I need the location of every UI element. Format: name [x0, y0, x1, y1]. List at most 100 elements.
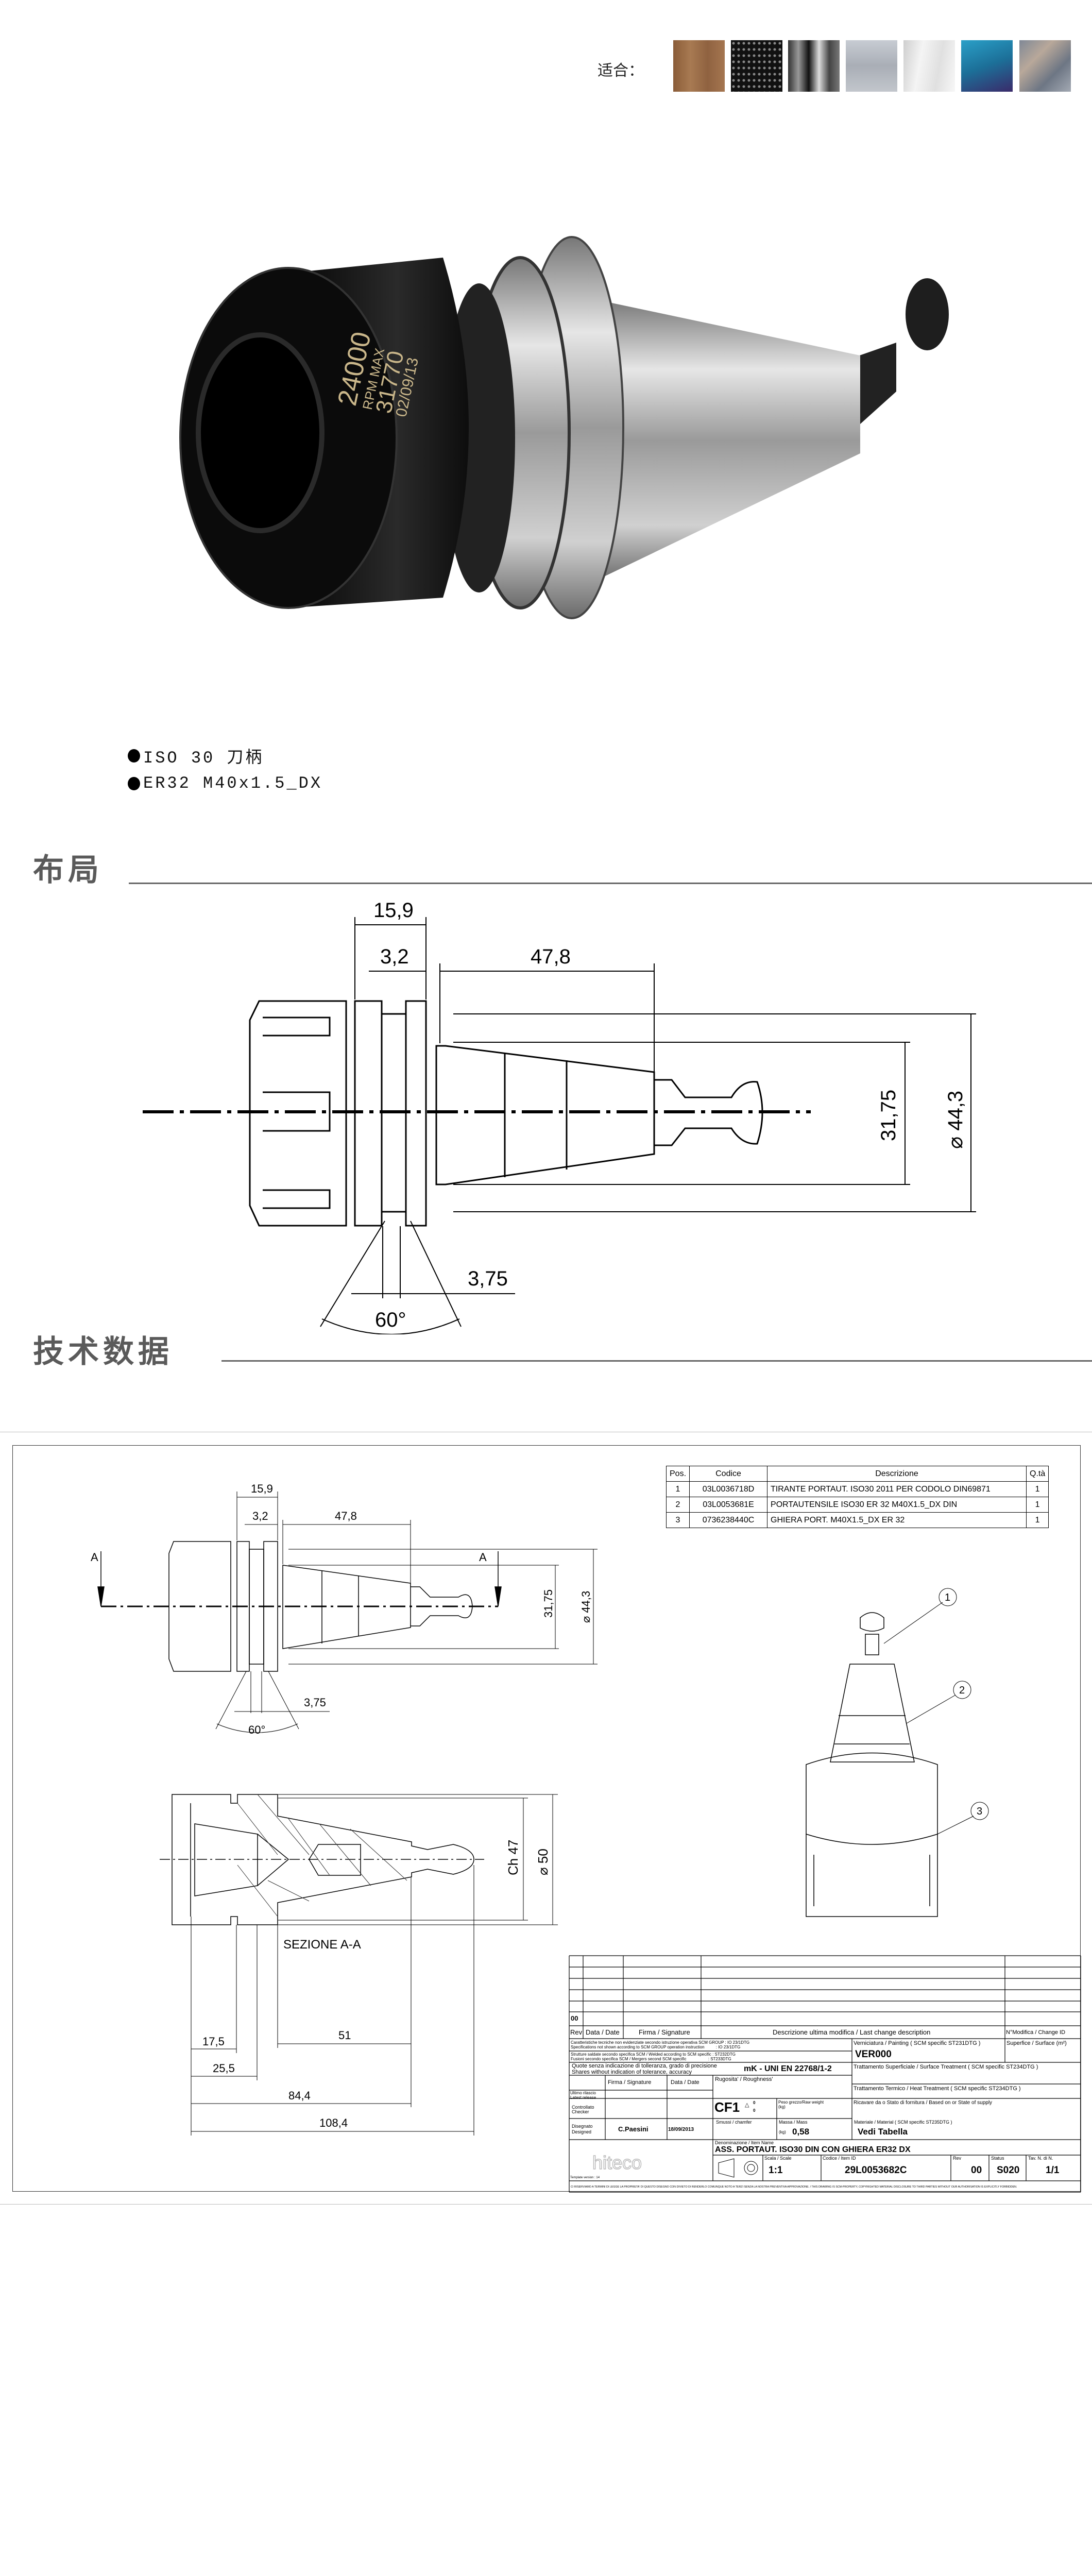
cell-qty: 1 [1026, 1481, 1049, 1497]
mass-label: Massa / Mass [779, 2120, 808, 2125]
rev-number: 00 [971, 2165, 982, 2176]
cell-desc: PORTAUTENSILE ISO30 ER 32 M40X1.5_DX DIN [767, 1497, 1027, 1513]
projection-symbol-icon [718, 2158, 758, 2178]
rev-header: Rev [570, 2028, 583, 2036]
cell-pos: 1 [666, 1481, 690, 1497]
tolerance-line-2: Shares without indication of tolerance, … [572, 2069, 692, 2075]
section-divider [129, 883, 1092, 884]
pull-stud [845, 278, 949, 438]
section-divider [221, 1360, 1092, 1362]
chamfer-label: Smussi / chamfer [716, 2120, 752, 2125]
mass-value: 0,58 [792, 2127, 810, 2137]
cf-value-1: 0 [753, 2100, 756, 2105]
feature-item: ER32 M40x1.5_DX [128, 774, 322, 793]
table-row: 1 03L0036718D TIRANTE PORTAUT. ISO30 201… [666, 1481, 1049, 1497]
dim-overall: 15,9 [373, 899, 414, 922]
dimension-lines [215, 1492, 598, 1733]
raw-weight-label: Peso grezzo/Raw weight (kg) [778, 2100, 824, 2109]
item-id: 29L0053682C [845, 2165, 907, 2176]
callout-bubble [939, 1588, 957, 1606]
status-label: Status [991, 2156, 1004, 2161]
callout-labels: 1 2 3 [945, 1592, 982, 1817]
section-title: SEZIONE A-A [283, 1938, 361, 1952]
designed-date: 18/09/2013 [668, 2127, 694, 2132]
dim-25-5: 25,5 [213, 2062, 235, 2075]
rev-value: 00 [571, 2014, 578, 2022]
bullet-icon [128, 776, 140, 790]
feature-text: ER32 M40x1.5_DX [143, 774, 323, 793]
spec-line-1: Caratteristiche tecniche non evidenziate… [571, 2040, 750, 2045]
cell-qty: 1 [1026, 1512, 1049, 1528]
isometric-view [806, 1612, 938, 1917]
scale-value: 1:1 [769, 2165, 783, 2176]
checker-label: Controllato Checker [572, 2105, 594, 2114]
cell-code: 0736238440C [689, 1512, 768, 1528]
weld-line-1: Strutture saldate secondo specifica SCM … [571, 2052, 736, 2057]
callout-bubble [970, 1802, 989, 1820]
parts-table: Pos. Codice Descrizione Q.tà 1 03L003671… [666, 1466, 1049, 1528]
dim-groove: 3,75 [468, 1267, 508, 1290]
section-title-tech-data: 技术数据 [33, 1334, 173, 1370]
rev-label: Rev [953, 2156, 962, 2161]
section-dimension-labels: SEZIONE A-A 17,5 25,5 51 84,4 108,4 Ch 4… [202, 1840, 551, 2129]
drawing-frame [12, 1445, 1081, 2192]
product-photo: 24000 RPM MAX 31770 02/09/13 [179, 236, 949, 619]
bullet-icon [128, 749, 140, 762]
dim-cone: 47,8 [531, 945, 571, 968]
status-value: S020 [997, 2165, 1020, 2176]
swatch-dark-chrome [788, 40, 840, 92]
swatch-marble [1019, 40, 1071, 92]
section-dimension-lines [191, 1794, 558, 2136]
cell-pos: 2 [666, 1497, 690, 1513]
section-arrows [97, 1551, 502, 1607]
material-value: Vedi Tabella [858, 2127, 908, 2137]
nut-bore [196, 332, 325, 533]
suitable-label: 适合： [598, 62, 644, 80]
heat-treatment-label: Trattamento Termico / Heat Treatment ( S… [854, 2086, 1021, 2092]
sign-header: Firma / Signature [608, 2079, 652, 2086]
callout-leaders [883, 1588, 989, 1835]
sheet-value: 1/1 [1046, 2165, 1060, 2176]
cf-class: CF1 [714, 2099, 740, 2115]
template-version: Template version : 14 [570, 2176, 600, 2179]
collet-nut-outline [168, 1541, 231, 1672]
sheet-label: Tav. N. di N. [1028, 2156, 1053, 2161]
cell-pos: 3 [666, 1512, 690, 1528]
cell-desc: TIRANTE PORTAUT. ISO30 2011 PER CODOLO D… [767, 1481, 1027, 1497]
dim-51: 51 [338, 2029, 351, 2042]
dim-flange-dia: ⌀ 44,3 [944, 1091, 967, 1149]
dim-cone: 47,8 [335, 1510, 357, 1522]
taper-cone [592, 299, 860, 582]
technical-drawing: 15,9 3,2 47,8 3,75 60° 31,75 ⌀ 44,3 A A … [91, 1482, 1081, 2193]
painting-value: VER000 [855, 2049, 892, 2060]
supply-label: Ricavare da o Stato di fornitura / Based… [854, 2100, 993, 2106]
dim-cone-dia: 31,75 [542, 1589, 555, 1618]
mass-unit: (kg) [779, 2130, 786, 2134]
cell-qty: 1 [1026, 1497, 1049, 1513]
dim-108-4: 108,4 [319, 2116, 348, 2129]
date-header: Data / Date [586, 2028, 620, 2036]
swatch-brushed-steel [846, 40, 897, 92]
cell-code: 03L0053681E [689, 1497, 768, 1513]
section-title-layout: 布局 [33, 852, 103, 888]
sheet-bottom-edge [0, 2204, 1092, 2205]
taper-outline [435, 1045, 655, 1185]
section-hatching [237, 1794, 407, 1917]
designer-name: C.Paesini [618, 2125, 649, 2133]
section-mark-left: A [91, 1551, 98, 1564]
surface-label: Superfice / Surface (m²) [1006, 2040, 1067, 2046]
change-id-header: N°Modifica / Change ID [1006, 2029, 1066, 2036]
title-block-grid [569, 1955, 1081, 2193]
signature-header: Firma / Signature [639, 2028, 690, 2036]
callout-bubble [953, 1681, 971, 1699]
roughness-label: Rugosita' / Roughness' [715, 2076, 773, 2082]
surface-treatment-label: Trattamento Superficiale / Surface Treat… [854, 2064, 1038, 2070]
dim-angle: 60° [375, 1309, 406, 1331]
callout-label: 3 [977, 1806, 982, 1817]
table-header-row: Pos. Codice Descrizione Q.tà [666, 1466, 1049, 1482]
spec-line-2: Specifications not shown according to SC… [571, 2045, 741, 2049]
latest-release-label: Ultimo rilascio Latest release [570, 2091, 596, 2100]
dim-groove: 3,75 [304, 1696, 326, 1709]
item-name: ASS. PORTAUT. ISO30 DIN CON GHIERA ER32 … [715, 2145, 911, 2154]
dimension-labels: 15,9 3,2 47,8 3,75 60° 31,75 ⌀ 44,3 [373, 899, 967, 1331]
